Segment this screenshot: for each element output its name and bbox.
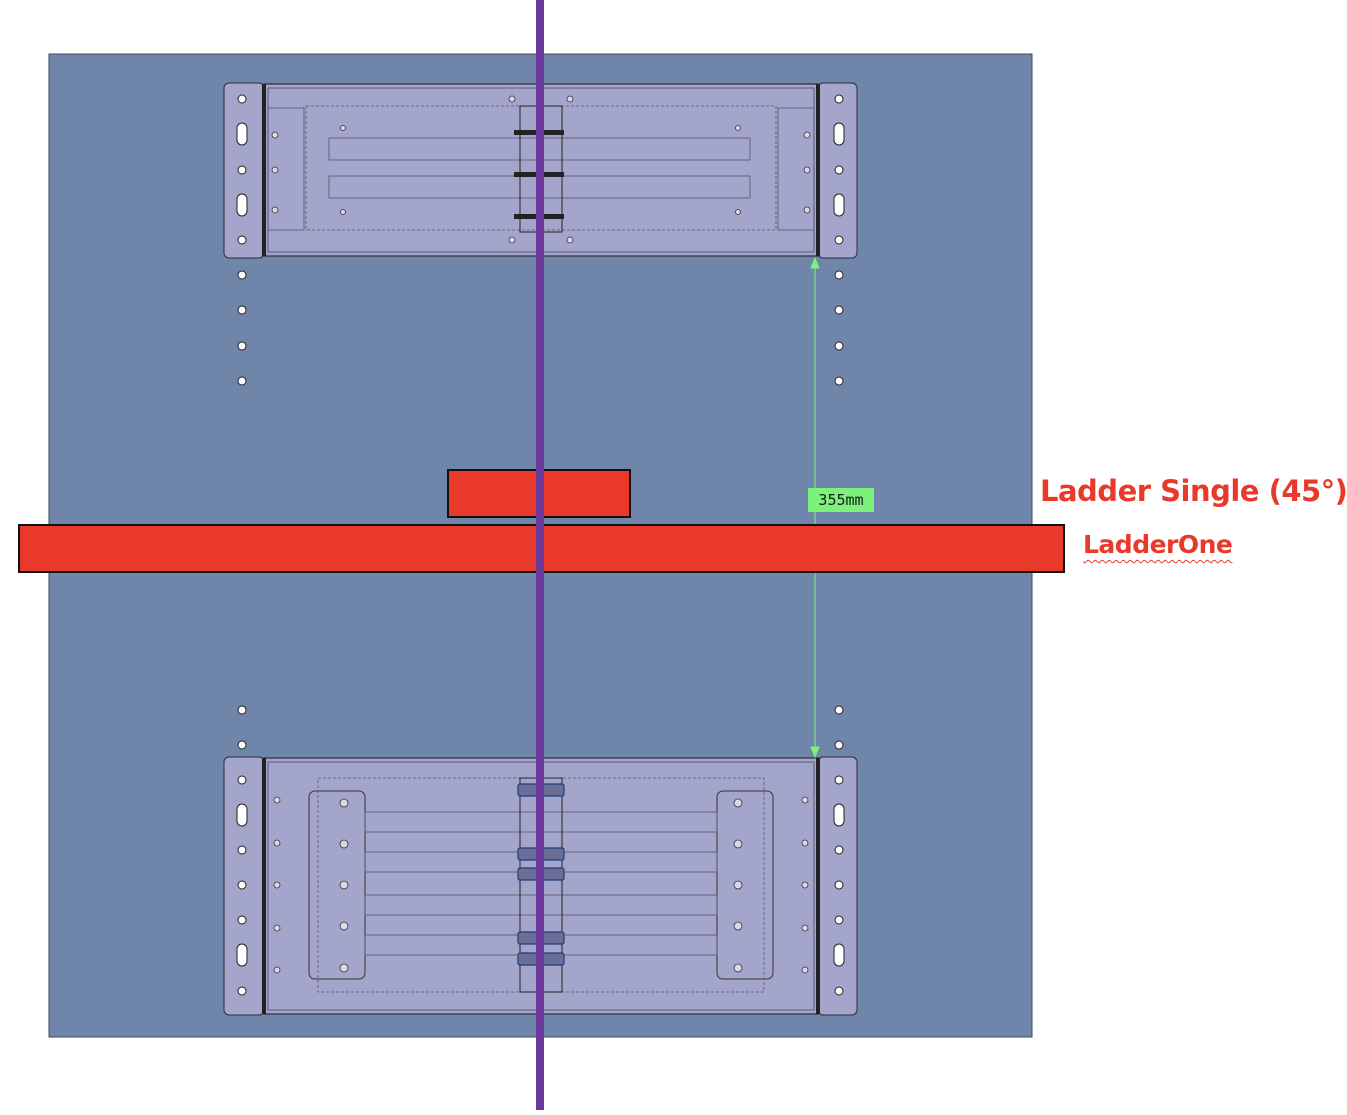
top-board-screws bbox=[271, 95, 811, 244]
screw bbox=[271, 166, 279, 174]
screw bbox=[273, 839, 281, 847]
beam-line bbox=[536, 0, 544, 1110]
screw bbox=[733, 839, 743, 849]
screw bbox=[733, 880, 743, 890]
ladder-one-label: LadderOne bbox=[1083, 530, 1233, 559]
dimension-arrow-bottom bbox=[810, 746, 820, 759]
screw bbox=[735, 125, 741, 131]
hole bbox=[834, 775, 844, 785]
drawing-stage: 355mm Ladder Single (45°) LadderOne bbox=[18, 0, 1347, 1110]
screw bbox=[801, 881, 809, 889]
hole bbox=[237, 775, 247, 785]
bottom-side-plate-right bbox=[716, 790, 774, 980]
screw bbox=[271, 206, 279, 214]
screw bbox=[803, 166, 811, 174]
hole bbox=[237, 305, 247, 315]
screw bbox=[801, 796, 809, 804]
top-board-edge-right bbox=[816, 84, 820, 256]
top-side-panel-left bbox=[267, 107, 305, 231]
screw bbox=[339, 839, 349, 849]
hole bbox=[834, 845, 844, 855]
hole bbox=[237, 845, 247, 855]
slot bbox=[833, 122, 845, 146]
hole bbox=[237, 235, 247, 245]
screw bbox=[273, 881, 281, 889]
screw bbox=[340, 209, 346, 215]
screw bbox=[339, 921, 349, 931]
screw bbox=[733, 798, 743, 808]
hole bbox=[834, 986, 844, 996]
screw bbox=[271, 131, 279, 139]
hole bbox=[834, 270, 844, 280]
dimension-arrow-top bbox=[810, 256, 820, 269]
screw bbox=[508, 236, 516, 244]
bottom-side-plate-left bbox=[308, 790, 366, 980]
screw bbox=[801, 839, 809, 847]
cad-drawing bbox=[18, 0, 1065, 1110]
hole bbox=[834, 705, 844, 715]
hole bbox=[834, 165, 844, 175]
screw bbox=[733, 921, 743, 931]
screw bbox=[273, 966, 281, 974]
screw bbox=[340, 125, 346, 131]
hole bbox=[237, 986, 247, 996]
mid-holes bbox=[237, 270, 844, 750]
screw bbox=[273, 796, 281, 804]
screw bbox=[339, 963, 349, 973]
hole bbox=[237, 341, 247, 351]
hole bbox=[237, 915, 247, 925]
hole bbox=[834, 376, 844, 386]
top-side-panel-right bbox=[777, 107, 815, 231]
bottom-holes bbox=[236, 775, 845, 996]
slot bbox=[833, 803, 845, 827]
top-holes bbox=[236, 94, 845, 245]
hole bbox=[834, 915, 844, 925]
hole bbox=[834, 740, 844, 750]
slot bbox=[236, 803, 248, 827]
hole bbox=[237, 270, 247, 280]
hole bbox=[237, 740, 247, 750]
bottom-board-edge-left bbox=[262, 758, 266, 1014]
ladder-single-label: Ladder Single (45°) bbox=[1040, 474, 1347, 508]
screw bbox=[735, 209, 741, 215]
screw bbox=[566, 95, 574, 103]
slot bbox=[833, 943, 845, 967]
hole bbox=[834, 94, 844, 104]
hole bbox=[834, 341, 844, 351]
slot bbox=[236, 193, 248, 217]
hole bbox=[237, 705, 247, 715]
bottom-board-screws bbox=[273, 796, 809, 974]
slot bbox=[236, 943, 248, 967]
slot bbox=[236, 122, 248, 146]
screw bbox=[803, 206, 811, 214]
screw bbox=[339, 798, 349, 808]
top-board-edge-left bbox=[262, 84, 266, 256]
screw bbox=[733, 963, 743, 973]
hole bbox=[834, 235, 844, 245]
slot bbox=[833, 193, 845, 217]
hole bbox=[237, 165, 247, 175]
screw bbox=[803, 131, 811, 139]
screw bbox=[801, 966, 809, 974]
screw bbox=[801, 924, 809, 932]
screw bbox=[508, 95, 516, 103]
hole bbox=[237, 376, 247, 386]
screw bbox=[273, 924, 281, 932]
hole bbox=[834, 880, 844, 890]
bottom-board-edge-right bbox=[816, 758, 820, 1014]
dimension-label: 355mm bbox=[808, 488, 874, 512]
hole bbox=[237, 94, 247, 104]
hole bbox=[834, 305, 844, 315]
hole bbox=[237, 880, 247, 890]
screw bbox=[566, 236, 574, 244]
screw bbox=[339, 880, 349, 890]
